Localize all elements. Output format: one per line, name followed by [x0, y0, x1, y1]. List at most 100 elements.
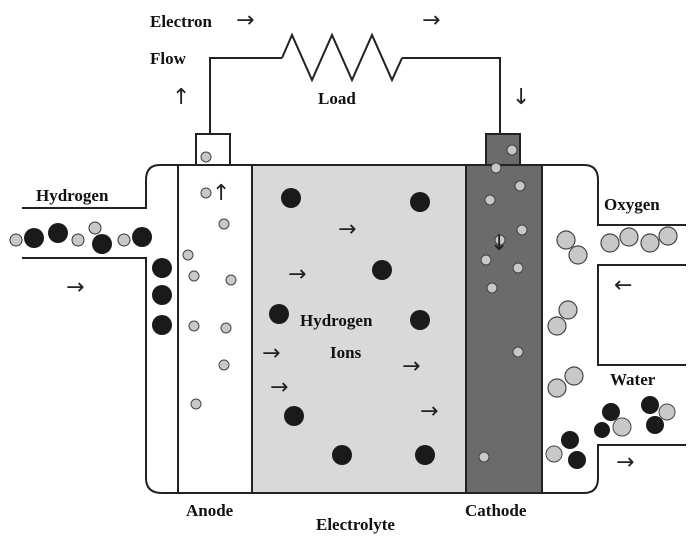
water-outlet-arrow: →	[616, 450, 634, 475]
anode-particles	[182, 151, 237, 410]
ion	[269, 304, 289, 324]
particle	[190, 398, 202, 410]
hydrogen-label: Hydrogen	[36, 186, 109, 205]
load-resistor	[281, 32, 403, 83]
molecule	[556, 230, 576, 250]
molecule	[547, 378, 567, 398]
ion	[332, 445, 352, 465]
oxygen-label: Oxygen	[604, 195, 660, 214]
molecule	[568, 451, 586, 469]
circuit-wire-right	[402, 57, 501, 137]
electrolyte	[251, 164, 467, 494]
ion-flow-arrow: →	[402, 354, 420, 379]
molecule	[152, 315, 172, 335]
particle	[188, 270, 200, 282]
particle	[494, 234, 506, 246]
particle	[478, 451, 490, 463]
hydrogen-anode-molecules	[152, 258, 172, 335]
hydrogen-ions-label-line1: Hydrogen	[300, 311, 373, 330]
particle	[512, 262, 524, 274]
molecule	[24, 228, 44, 248]
molecule	[568, 245, 588, 265]
anode	[177, 164, 253, 494]
particle	[200, 151, 212, 163]
molecule	[658, 226, 678, 246]
ion-flow-arrow: →	[262, 341, 280, 366]
particle	[225, 274, 237, 286]
particle	[516, 224, 528, 236]
water-molecules	[545, 396, 676, 469]
cathode	[465, 164, 543, 494]
ion	[410, 192, 430, 212]
hydrogen-inlet-molecules	[9, 221, 152, 254]
molecule	[117, 233, 131, 247]
cathode-arrow-down: ↓	[490, 231, 508, 256]
molecule	[545, 445, 563, 463]
particle	[218, 359, 230, 371]
ion	[372, 260, 392, 280]
hydrogen-ions	[269, 188, 435, 465]
particle	[218, 218, 230, 230]
particle	[506, 144, 518, 156]
load-label: Load	[318, 89, 356, 108]
circuit-wire-left	[209, 57, 282, 137]
particle	[490, 162, 502, 174]
molecule	[561, 431, 579, 449]
molecule	[602, 403, 620, 421]
oxygen-molecules	[547, 226, 678, 398]
labels: Electron Flow Load Hydrogen Oxygen Water…	[36, 12, 660, 534]
molecule	[640, 233, 660, 253]
casing-right	[542, 164, 686, 494]
ion	[415, 445, 435, 465]
electron-flow-arrow-up: ↑	[172, 85, 190, 110]
ion-flow-arrow: →	[288, 262, 306, 287]
ion-flow-arrow: →	[270, 375, 288, 400]
particle	[480, 254, 492, 266]
electron-label: Electron	[150, 12, 213, 31]
molecule	[612, 417, 632, 437]
anode-terminal	[195, 133, 231, 169]
flow-label: Flow	[150, 49, 187, 68]
molecule	[646, 416, 664, 434]
ion-flow-arrow: →	[420, 399, 438, 424]
anode-arrow-up: ↑	[212, 181, 230, 206]
molecule	[88, 221, 102, 235]
electrolyte-label: Electrolyte	[316, 515, 395, 534]
hydrogen-ions-label-line2: Ions	[330, 343, 362, 362]
molecule	[152, 258, 172, 278]
molecule	[9, 233, 23, 247]
electron-flow-arrow-down: ↓	[512, 85, 530, 110]
particle	[220, 322, 232, 334]
molecule	[152, 285, 172, 305]
particle	[484, 194, 496, 206]
molecule	[658, 403, 676, 421]
molecule	[48, 223, 68, 243]
particle	[182, 249, 194, 261]
particle	[200, 187, 212, 199]
cathode-label: Cathode	[465, 501, 527, 520]
molecule	[619, 227, 639, 247]
molecule	[641, 396, 659, 414]
ion	[410, 310, 430, 330]
molecule	[564, 366, 584, 386]
particle	[512, 346, 524, 358]
ion	[281, 188, 301, 208]
molecule	[132, 227, 152, 247]
molecule	[558, 300, 578, 320]
particle	[188, 320, 200, 332]
molecule	[547, 316, 567, 336]
molecule	[594, 422, 610, 438]
electron-flow-arrow-right-2: →	[422, 8, 440, 33]
molecule	[92, 234, 112, 254]
water-label: Water	[610, 370, 656, 389]
flow-arrows: → → ↑ ↓ ↑ ↓ → ← → → → → → → →	[66, 8, 634, 475]
particle	[486, 282, 498, 294]
ion	[284, 406, 304, 426]
hydrogen-inlet-arrow: →	[66, 275, 84, 300]
electron-flow-arrow-right: →	[236, 8, 254, 33]
external-circuit	[209, 32, 501, 137]
molecule	[71, 233, 85, 247]
ion-flow-arrow: →	[338, 217, 356, 242]
molecule	[600, 233, 620, 253]
